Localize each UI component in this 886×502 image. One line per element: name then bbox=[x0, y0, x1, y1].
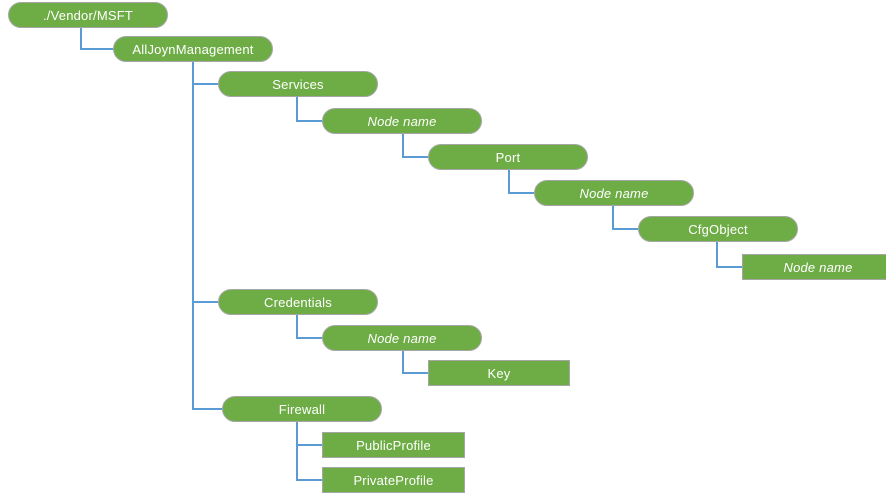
connector-firewall-to-publicprofile bbox=[296, 422, 322, 446]
tree-node-label: ./Vendor/MSFT bbox=[42, 7, 134, 23]
tree-node-label: PublicProfile bbox=[356, 437, 431, 453]
tree-node-port-node-name[interactable]: Node name bbox=[534, 180, 694, 206]
tree-node-label: Port bbox=[495, 149, 521, 165]
connector-node-name-to-key bbox=[402, 351, 428, 374]
tree-node-cfgobject-node-name[interactable]: Node name bbox=[742, 254, 886, 280]
tree-node-alljoynmanagement[interactable]: AllJoynManagement bbox=[113, 36, 273, 62]
connector-firewall-to-privateprofile bbox=[296, 422, 322, 481]
tree-node-vendor-msft[interactable]: ./Vendor/MSFT bbox=[8, 2, 168, 28]
tree-node-services[interactable]: Services bbox=[218, 71, 378, 97]
connector-alljoyn-to-services bbox=[192, 62, 218, 85]
tree-node-label: Key bbox=[487, 365, 511, 381]
tree-node-firewall[interactable]: Firewall bbox=[222, 396, 382, 422]
tree-node-credentials-node-name[interactable]: Node name bbox=[322, 325, 482, 351]
tree-node-label: Node name bbox=[367, 330, 437, 346]
tree-node-cfgobject[interactable]: CfgObject bbox=[638, 216, 798, 242]
connector-node-name-to-port bbox=[402, 134, 428, 158]
tree-node-port[interactable]: Port bbox=[428, 144, 588, 170]
tree-node-label: Node name bbox=[367, 113, 437, 129]
tree-node-publicprofile[interactable]: PublicProfile bbox=[322, 432, 465, 458]
connector-cfgobject-to-node-name bbox=[716, 242, 742, 268]
tree-node-label: Services bbox=[272, 76, 324, 92]
tree-node-key[interactable]: Key bbox=[428, 360, 570, 386]
tree-node-services-node-name[interactable]: Node name bbox=[322, 108, 482, 134]
tree-node-label: Node name bbox=[783, 259, 853, 275]
tree-node-privateprofile[interactable]: PrivateProfile bbox=[322, 467, 465, 493]
tree-node-label: Node name bbox=[579, 185, 649, 201]
tree-node-label: AllJoynManagement bbox=[132, 41, 254, 57]
connector-services-to-node-name bbox=[296, 97, 322, 122]
tree-node-label: PrivateProfile bbox=[353, 472, 434, 488]
connector-port-to-node-name bbox=[508, 170, 534, 194]
connector-alljoyn-to-credentials bbox=[192, 62, 218, 303]
tree-node-label: Firewall bbox=[278, 401, 326, 417]
connector-node-name-to-cfgobject bbox=[612, 206, 638, 230]
tree-node-label: CfgObject bbox=[688, 221, 748, 237]
connector-credentials-to-node-name bbox=[296, 315, 322, 339]
connector-vendor-to-alljoyn bbox=[80, 28, 113, 50]
tree-node-credentials[interactable]: Credentials bbox=[218, 289, 378, 315]
connector-alljoyn-to-firewall bbox=[192, 62, 222, 410]
tree-node-label: Credentials bbox=[264, 294, 332, 310]
